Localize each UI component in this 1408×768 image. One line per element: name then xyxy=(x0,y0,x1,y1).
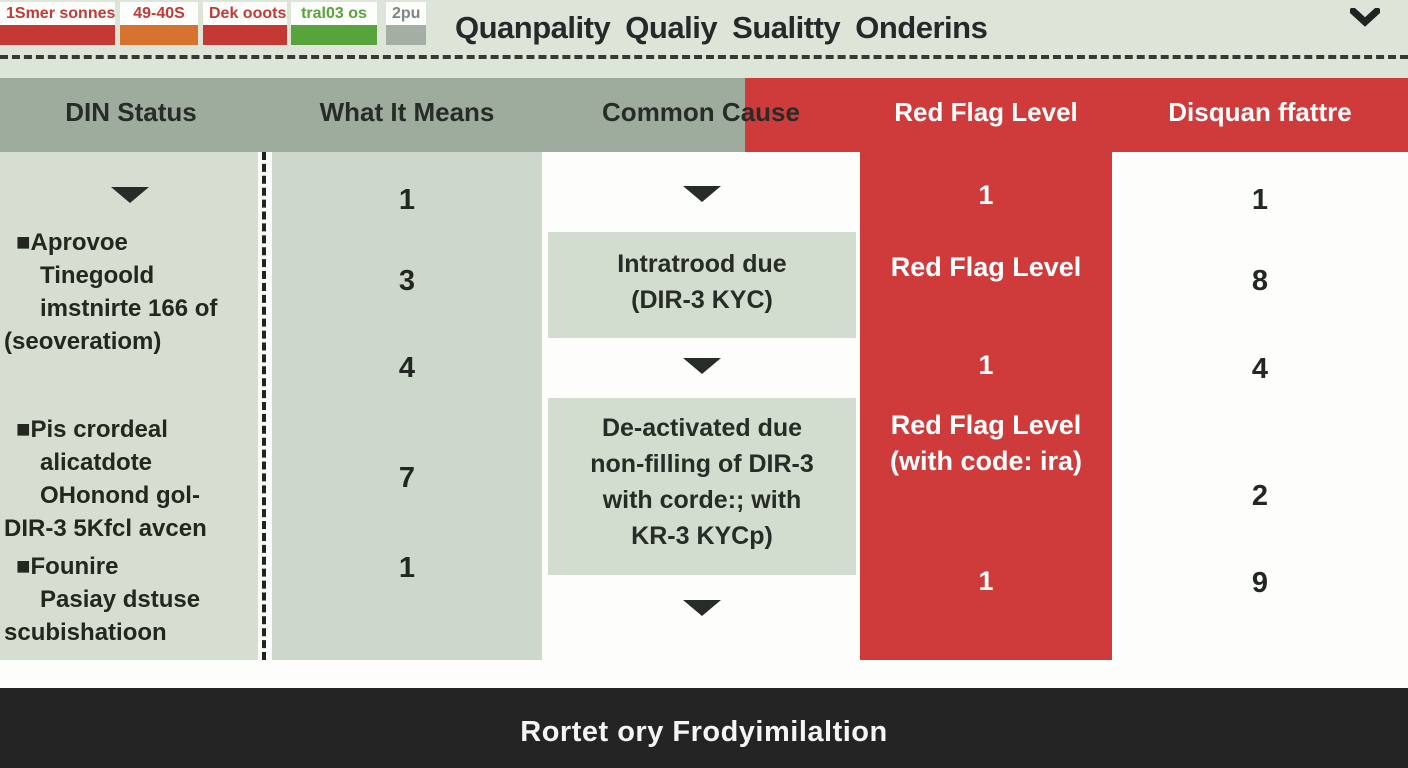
what-it-means-value: 7 xyxy=(398,462,416,494)
din-status-block-1: ■Aprovoe Tinegoold imstnirte 166 of (seo… xyxy=(0,226,256,358)
down-triangle-icon xyxy=(683,186,721,202)
column-header-what-it-means: What It Means xyxy=(319,97,495,127)
chip-color-bar xyxy=(291,25,377,45)
din-status-block-2: ■Pis crordeal alicatdote OHonond gol- DI… xyxy=(0,413,256,545)
list-item: OHonond gol- xyxy=(40,482,200,509)
legend-chip[interactable]: 1Smer sonnes xyxy=(0,2,115,45)
chip-label: 49-40S xyxy=(120,2,198,25)
box-text-line: De-activated due xyxy=(601,414,803,442)
footer-bar xyxy=(0,688,1408,768)
red-flag-value: 1 xyxy=(978,566,994,596)
din-status-block-3: ■Founire Pasiay dstuse scubishatioon xyxy=(0,550,256,649)
list-item: Pasiay dstuse xyxy=(40,586,201,613)
column-header-disqualification: Disquan ffattre xyxy=(1168,97,1352,127)
column-divider-dashed-line xyxy=(262,152,266,660)
red-flag-label: (with code: ira) xyxy=(889,446,1082,476)
din-status-column xyxy=(0,152,258,660)
list-item: alicatdote xyxy=(40,449,153,476)
red-flag-level-column xyxy=(860,152,1112,660)
chevron-down-icon[interactable] xyxy=(1350,8,1380,28)
chip-label: tral03 os xyxy=(291,2,377,25)
legend-chip[interactable]: Dek ooots xyxy=(203,2,287,45)
chip-color-bar xyxy=(386,25,426,45)
list-item: Tinegoold xyxy=(40,262,155,289)
box-text-line: (DIR-3 KYC) xyxy=(631,286,773,314)
table-header-band-green xyxy=(0,78,745,152)
box-text-line: Intratrood due xyxy=(617,250,787,278)
list-item: (seoveratiom) xyxy=(4,328,162,355)
box-text-line: KR-3 KYCp) xyxy=(631,522,773,550)
red-flag-label: Red Flag Level xyxy=(890,252,1082,282)
legend-chip[interactable]: 49-40S xyxy=(120,2,198,45)
red-flag-label: Red Flag Level xyxy=(890,410,1082,440)
column-header-red-flag-level: Red Flag Level xyxy=(894,97,1078,127)
red-flag-value: 1 xyxy=(978,180,994,210)
down-triangle-icon xyxy=(683,358,721,374)
list-item: ■Aprovoe xyxy=(16,229,128,256)
disqualification-value: 2 xyxy=(1251,480,1269,512)
disqualification-value: 9 xyxy=(1251,567,1269,599)
footer-title: Rortet ory Frodyimilaltion xyxy=(520,716,888,748)
disqualification-column xyxy=(1112,152,1408,660)
list-item: DIR-3 5Kfcl avcen xyxy=(4,515,207,542)
chip-color-bar xyxy=(0,25,115,45)
column-header-common-cause: Common Cause xyxy=(602,97,800,127)
dashed-separator xyxy=(0,55,1408,59)
down-triangle-icon xyxy=(111,187,149,203)
legend-chip[interactable]: 2pu xyxy=(386,2,426,45)
chip-label: 2pu xyxy=(386,2,426,25)
chip-label: Dek ooots xyxy=(203,2,287,25)
chip-color-bar xyxy=(120,25,198,45)
bottom-white-strip xyxy=(0,660,1408,688)
box-text-line: non-filling of DIR-3 xyxy=(590,450,814,478)
what-it-means-value: 1 xyxy=(398,552,416,584)
what-it-means-column xyxy=(272,152,542,660)
box-text-line: with corde:; with xyxy=(602,486,802,514)
what-it-means-value: 3 xyxy=(398,265,416,297)
disqualification-value: 1 xyxy=(1251,184,1269,216)
page-title: Quanpality Qualiy Sualitty Onderins xyxy=(455,10,988,45)
common-cause-box-2: De-activated due non-filling of DIR-3 wi… xyxy=(548,398,856,575)
common-cause-box-1: Intratrood due (DIR-3 KYC) xyxy=(548,232,856,338)
what-it-means-value: 1 xyxy=(398,184,416,216)
chip-label: 1Smer sonnes xyxy=(0,2,115,25)
list-item: ■Pis crordeal xyxy=(16,416,168,443)
list-item: ■Founire xyxy=(16,553,119,580)
red-flag-value: 1 xyxy=(978,350,994,380)
legend-chip[interactable]: tral03 os xyxy=(291,2,377,45)
disqualification-value: 8 xyxy=(1251,265,1269,297)
column-header-din-status: DIN Status xyxy=(65,97,197,127)
list-item: imstnirte 166 of xyxy=(40,295,218,322)
chip-color-bar xyxy=(203,25,287,45)
list-item: scubishatioon xyxy=(4,619,167,646)
what-it-means-value: 4 xyxy=(398,352,416,384)
table-header-band-red xyxy=(745,78,1408,152)
disqualification-value: 4 xyxy=(1251,353,1269,385)
down-triangle-icon xyxy=(683,600,721,616)
